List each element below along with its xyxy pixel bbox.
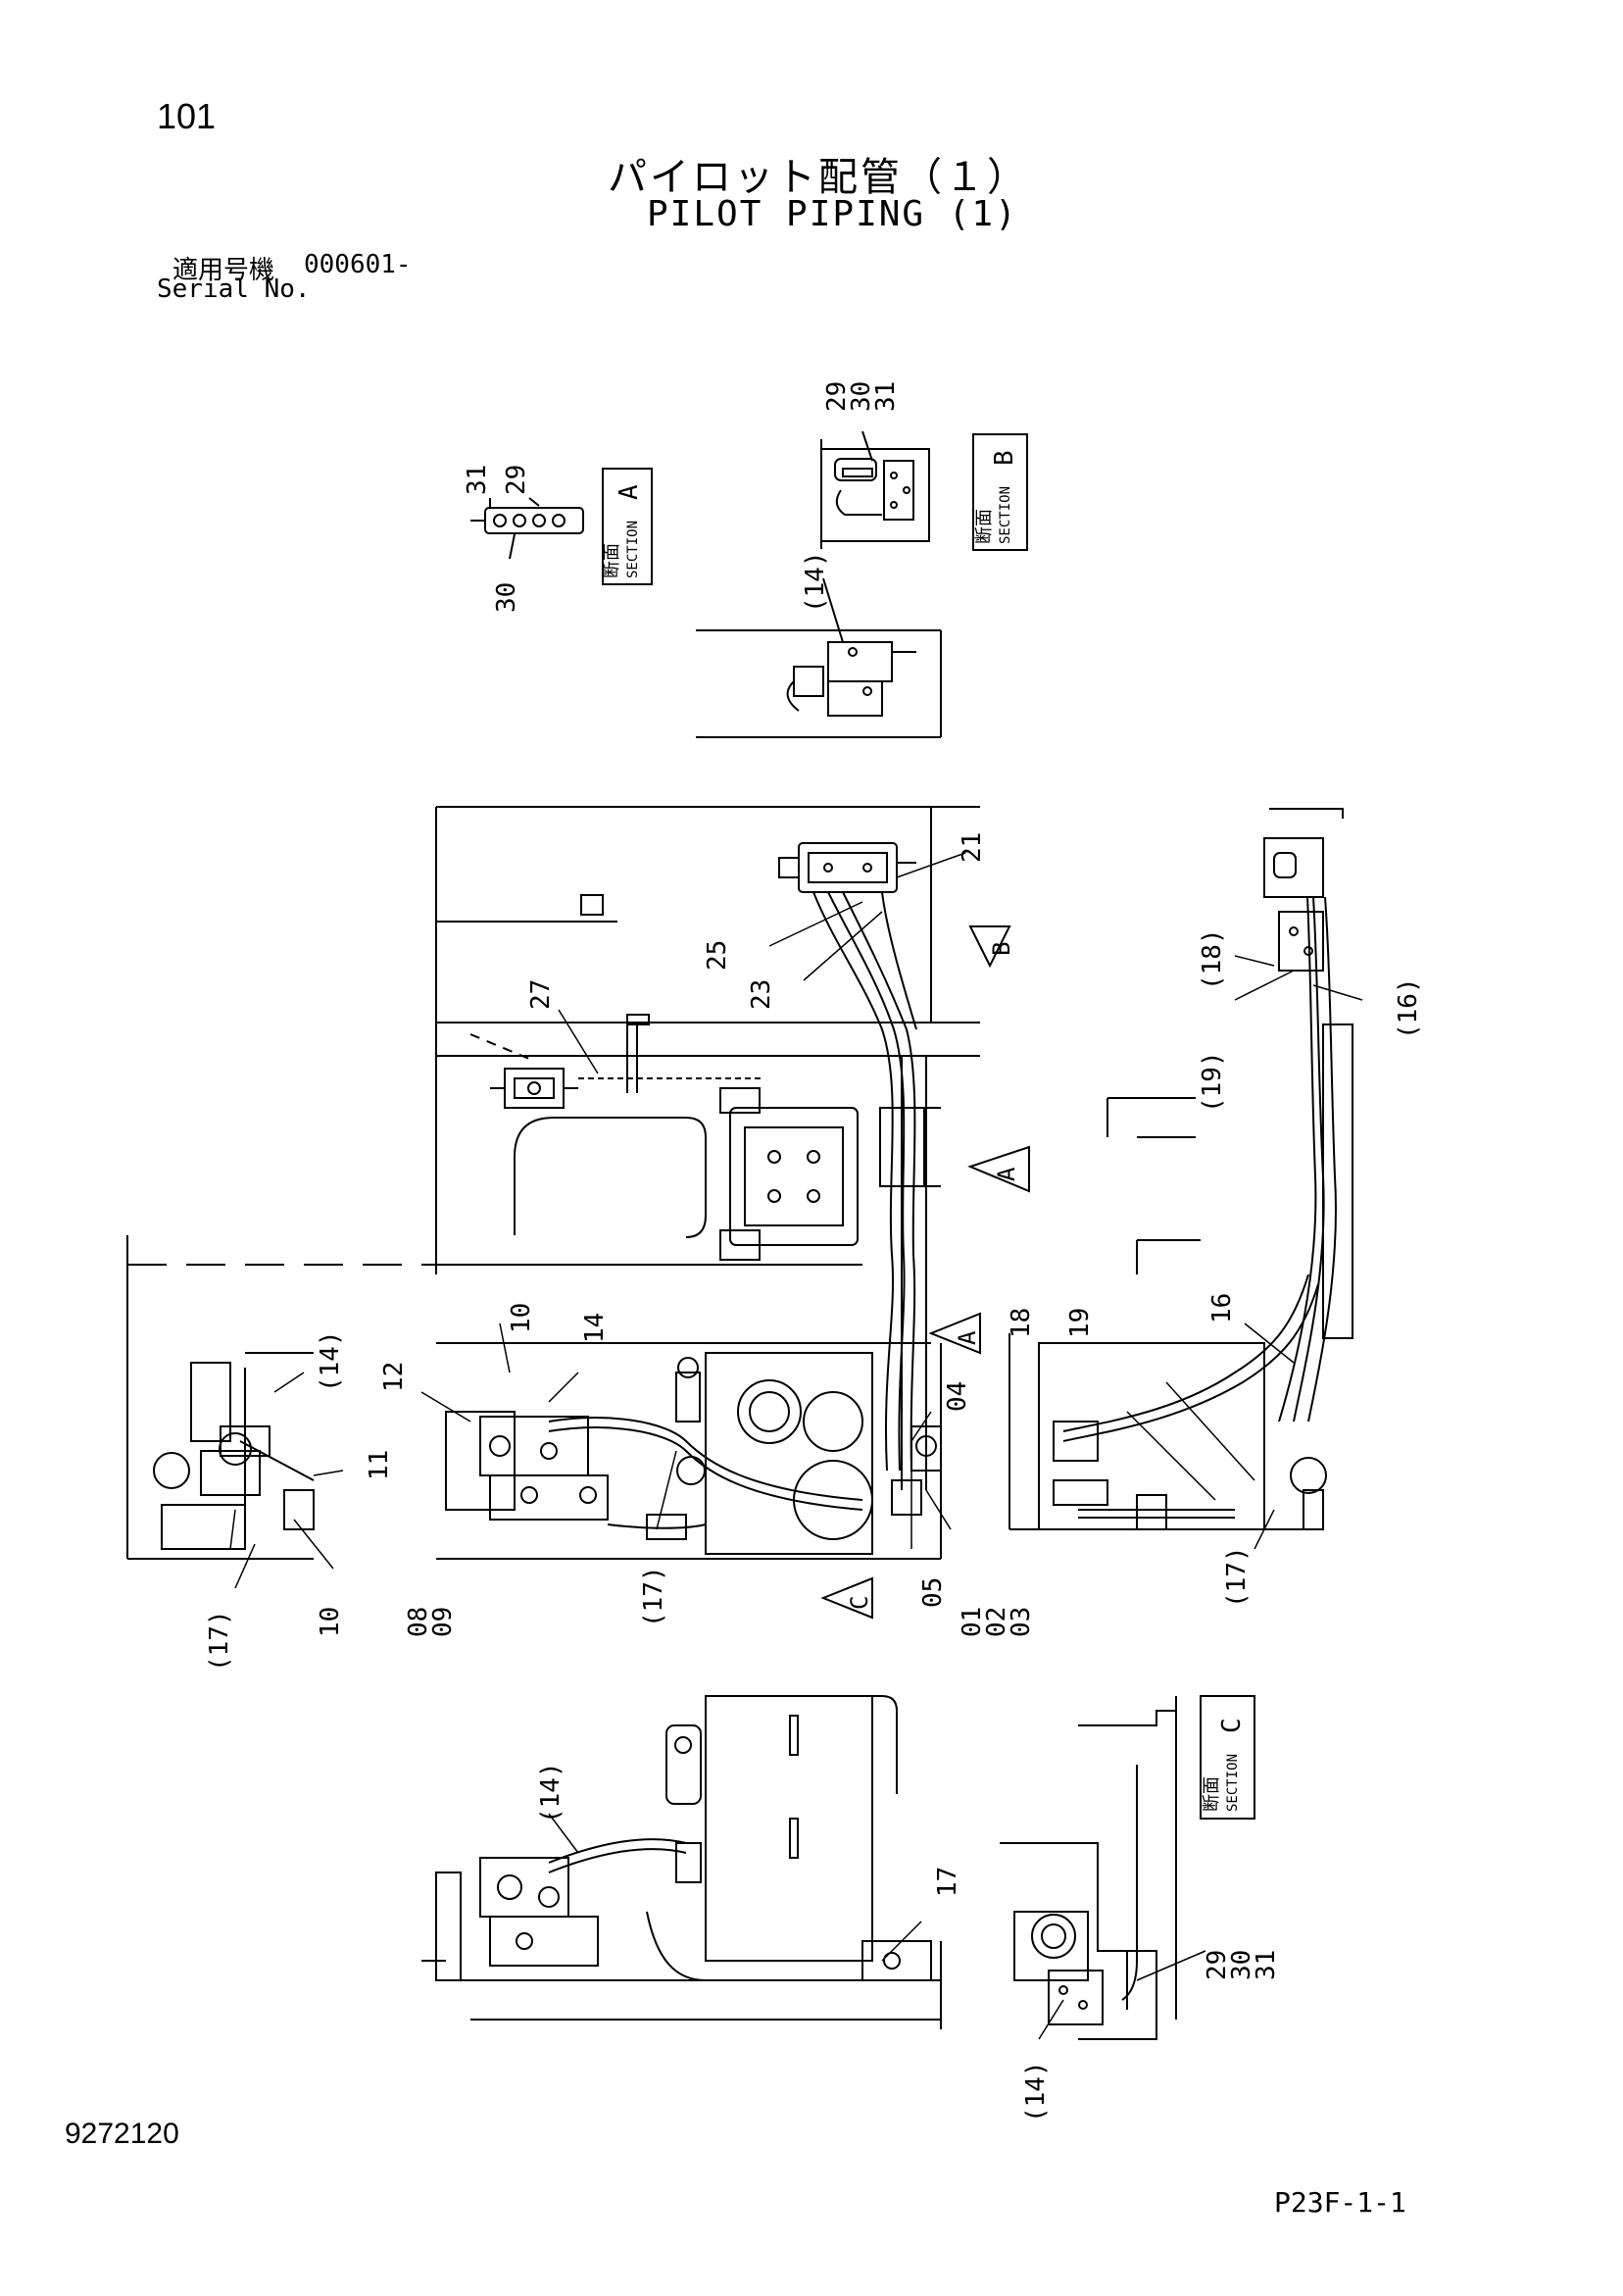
callout: 05 [918,1577,948,1608]
page-number: 101 [157,96,217,136]
view-marker-b: B [988,942,1015,956]
serial-label-japanese: 適用号機 [172,256,275,285]
callout: 31 [463,465,492,495]
callout: 27 [526,979,556,1010]
callout: (14) [1021,2061,1051,2122]
section-c-jp: 断面 [1202,1776,1222,1812]
section-b-en: SECTION [998,486,1013,544]
callout: 10 [316,1607,345,1637]
section-a-label-box [602,468,653,585]
callout: (18) [1198,928,1227,990]
callout: 04 [943,1381,972,1412]
view-arrow-b [968,925,1011,969]
callout: 09 [428,1607,458,1637]
section-c-label-box [1200,1695,1255,1820]
callout: 01 [958,1607,987,1637]
callout: 19 [1065,1308,1095,1338]
callout: 14 [580,1313,610,1343]
section-a-en: SECTION [625,521,641,578]
section-labels: 断面 SECTION A 断面 SECTION B 断面 SECTION C [602,450,1247,1812]
view-marker-c: C [846,1596,873,1610]
section-b-letter: B [990,450,1019,466]
section-b-jp: 断面 [974,509,995,544]
callout: 30 [492,582,521,613]
section-c-en: SECTION [1225,1754,1241,1812]
callout: (14) [536,1762,566,1823]
view-arrow-a2 [928,1312,981,1355]
left-detail-view [126,1235,315,1560]
section-c-detail [1000,1695,1255,2040]
pump-tank-view [436,1343,942,1560]
serial-label-english: Serial No. [157,275,311,304]
view-marker-letters: B A A C [846,942,1020,1610]
callout: (17) [205,1610,234,1672]
callout: 11 [365,1450,394,1480]
callout: 29 [502,465,531,495]
callout: 25 [703,940,732,971]
bottom-detail-view [421,1695,942,2029]
detail-14-top [696,577,942,738]
right-side-view [1008,808,1353,1530]
callout: 17 [933,1867,962,1897]
callout: 29 [1203,1950,1232,1980]
callout: 30 [1227,1950,1256,1980]
section-b-label-box [972,433,1028,551]
callout: 29 [822,381,852,412]
part-callouts: 31 29 30 29 30 31 (14) 21 25 23 27 10 14… [205,381,1423,2122]
callout: (14) [316,1330,345,1392]
view-arrows [820,925,1030,1620]
page-code: P23F-1-1 [1274,2186,1406,2219]
section-a-jp: 断面 [602,543,622,578]
callout: (19) [1198,1051,1227,1113]
callout: (17) [1222,1546,1252,1608]
view-arrow-c [820,1576,873,1620]
callout: 31 [871,381,901,412]
section-a-letter: A [615,484,644,500]
callout: 31 [1252,1950,1281,1980]
callout: 08 [404,1607,433,1637]
callout: (17) [639,1566,668,1627]
title-english: PILOT PIPING (1) [647,194,1018,234]
callout: (14) [801,551,830,613]
callout: 21 [958,832,987,863]
view-marker-a2: A [954,1330,981,1345]
main-frame-view [127,806,980,1490]
document-number: 9272120 [65,2118,179,2150]
callout: 12 [379,1362,409,1392]
section-a-detail [470,468,653,585]
section-c-letter: C [1217,1718,1247,1733]
callout: 30 [847,381,876,412]
serial-number: 000601- [304,250,412,279]
callout: 02 [982,1607,1011,1637]
title-japanese: パイロット配管（１） [608,155,1029,200]
callout: 23 [747,979,776,1010]
view-marker-a1: A [993,1167,1020,1181]
view-arrow-a1 [967,1145,1030,1193]
callout: 03 [1007,1607,1036,1637]
top-valve-assembly [778,842,917,1472]
callout: 18 [1007,1308,1036,1338]
callout: 10 [507,1303,536,1333]
leader-lines [229,852,1363,2040]
section-b-detail [820,430,1028,551]
callout: 16 [1207,1293,1237,1323]
callout: (16) [1394,977,1423,1039]
